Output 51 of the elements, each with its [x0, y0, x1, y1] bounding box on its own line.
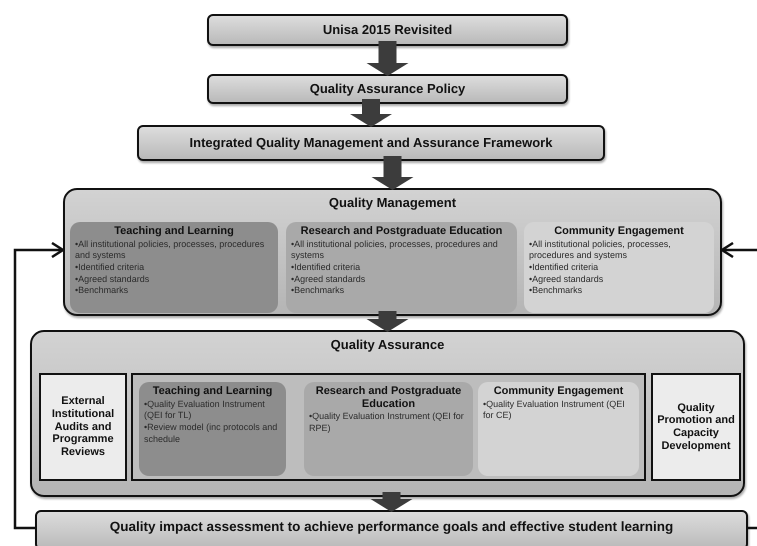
panel-heading: Community Engagement: [554, 225, 684, 238]
block-arrow: [372, 156, 414, 190]
container-box: [63, 188, 722, 316]
box-title: Unisa 2015 Revisited: [322, 22, 452, 38]
block-arrow: [366, 41, 408, 76]
box-title: External Institutional Audits and Programme Reviews: [50, 395, 116, 459]
side-box: [39, 373, 127, 481]
group-frame: [131, 373, 646, 481]
process-box: [137, 125, 605, 161]
panel-heading: Research and Postgraduate Education: [300, 225, 502, 238]
panel-heading: Teaching and Learning: [114, 225, 234, 238]
bullet-text: •All institutional policies, processes, procedures and systems: [75, 238, 266, 262]
bullet-text: •Quality Evaluation Instrument (QEI for CE): [483, 398, 626, 422]
box-title: Quality Promotion and Capacity Development: [656, 402, 736, 452]
block-arrow: [370, 492, 412, 512]
process-box: [207, 14, 568, 46]
bullet-text: •Identified criteria: [291, 262, 362, 274]
panel-heading: Research and Postgraduate Education: [314, 385, 462, 410]
category-panel: [139, 382, 286, 476]
process-box: [207, 74, 568, 104]
bullet-text: •Benchmarks: [529, 285, 584, 298]
process-box: [35, 510, 748, 546]
connector-line: [748, 526, 757, 530]
box-title: Quality Assurance Policy: [310, 82, 466, 96]
bullet-text: •Identified criteria: [529, 262, 600, 274]
block-arrow: [366, 311, 408, 332]
bullet-text: •Quality Evaluation Instrument (QEI for TL): [144, 398, 266, 422]
bullet-text: •Agreed standards: [291, 274, 366, 286]
bullet-text: •Benchmarks: [75, 285, 130, 298]
bullet-text: •All institutional policies, processes, procedures and systems: [529, 238, 672, 262]
category-panel: [286, 222, 517, 313]
container-box: [30, 330, 745, 497]
box-title: Quality impact assessment to achieve performance goals and effective student learning: [110, 519, 674, 535]
panel-heading: Community Engagement: [494, 385, 624, 398]
block-arrow: [350, 99, 392, 127]
side-box: [651, 373, 741, 481]
panel-heading: Teaching and Learning: [152, 385, 272, 398]
bullet-text: •Agreed standards: [529, 274, 604, 286]
bullet-text: •Benchmarks: [291, 285, 346, 298]
feedback-arrow: [720, 242, 757, 258]
bullet-text: •Agreed standards: [75, 274, 150, 286]
category-panel: [524, 222, 714, 313]
bullet-text: •Quality Evaluation Instrument (QEI for RPE): [309, 411, 465, 435]
category-panel: [70, 222, 278, 313]
box-title: Quality Management: [328, 196, 456, 211]
box-title: Integrated Quality Management and Assurance Framework: [190, 136, 552, 150]
bullet-text: •All institutional policies, processes, procedures and systems: [291, 238, 499, 262]
box-title: Quality Assurance: [330, 338, 444, 353]
bullet-text: •Identified criteria: [75, 262, 146, 274]
bullet-text: •Review model (inc protocols and schedule: [144, 422, 278, 446]
feedback-arrow: [14, 242, 64, 530]
